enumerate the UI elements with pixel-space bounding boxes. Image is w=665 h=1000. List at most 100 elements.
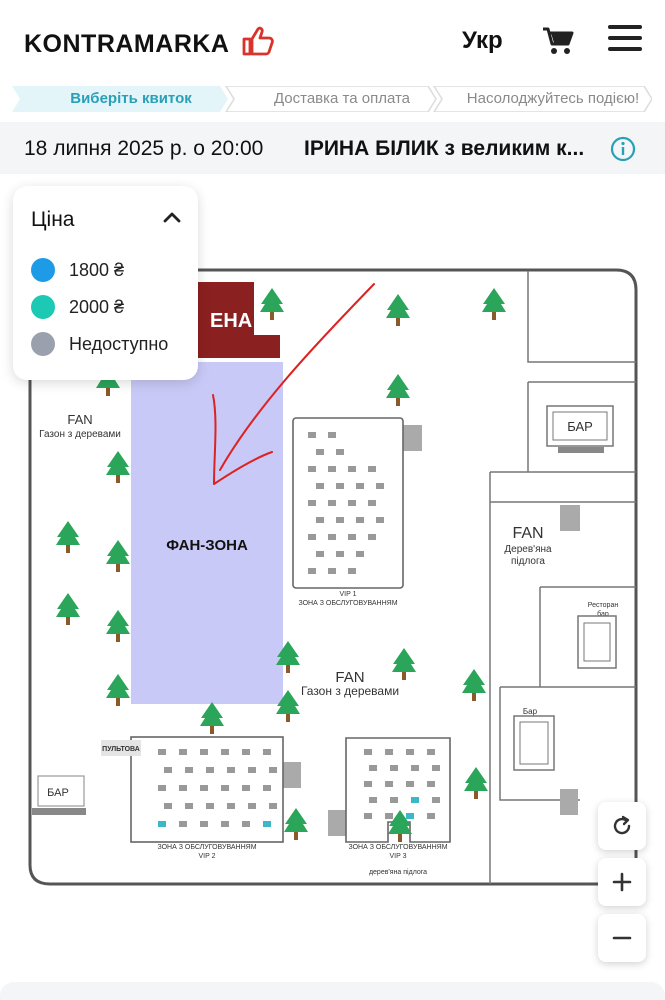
menu-icon[interactable] [608, 25, 642, 53]
table-seat[interactable] [432, 797, 440, 803]
table-seat[interactable] [164, 803, 172, 809]
table-seat[interactable] [348, 568, 356, 574]
table-seat[interactable] [200, 785, 208, 791]
table-seat[interactable] [348, 534, 356, 540]
table-seat[interactable] [356, 517, 364, 523]
table-seat[interactable] [368, 500, 376, 506]
table-seat[interactable] [227, 803, 235, 809]
table-seat[interactable] [316, 517, 324, 523]
table-seat[interactable] [200, 749, 208, 755]
table-seat[interactable] [164, 767, 172, 773]
table-seat[interactable] [242, 821, 250, 827]
table-seat[interactable] [308, 432, 316, 438]
zoom-out-button[interactable] [598, 914, 646, 962]
table-seat[interactable] [336, 517, 344, 523]
table-seat[interactable] [336, 449, 344, 455]
table-seat[interactable] [356, 483, 364, 489]
table-seat[interactable] [248, 803, 256, 809]
table-seat[interactable] [390, 765, 398, 771]
venue-map[interactable]: ЕНА ФАН-ЗОНА FAN Газон з деревами FAN Га… [0, 178, 665, 988]
table-seat[interactable] [356, 551, 364, 557]
table-seat[interactable] [158, 785, 166, 791]
refresh-icon [613, 815, 631, 835]
table-seat[interactable] [406, 749, 414, 755]
table-seat[interactable] [385, 813, 393, 819]
table-seat[interactable] [308, 500, 316, 506]
table-seat[interactable] [185, 767, 193, 773]
step-choose-ticket[interactable]: Виберіть квиток [70, 90, 192, 107]
table-seat[interactable] [376, 483, 384, 489]
table-seat[interactable] [158, 749, 166, 755]
table-seat[interactable] [406, 813, 414, 819]
reset-view-button[interactable] [598, 802, 646, 850]
vip-tables[interactable] [158, 432, 440, 827]
table-seat[interactable] [308, 568, 316, 574]
table-seat[interactable] [427, 781, 435, 787]
table-seat[interactable] [179, 785, 187, 791]
table-seat[interactable] [376, 517, 384, 523]
table-seat[interactable] [364, 781, 372, 787]
table-seat[interactable] [269, 767, 277, 773]
table-seat[interactable] [369, 797, 377, 803]
bar-top-right[interactable]: БАР [546, 405, 614, 453]
table-seat[interactable] [411, 797, 419, 803]
table-seat[interactable] [368, 534, 376, 540]
fan-right-label: FAN [512, 525, 543, 542]
bar-lower-right[interactable] [513, 715, 555, 771]
table-seat[interactable] [206, 803, 214, 809]
table-seat[interactable] [385, 781, 393, 787]
table-seat[interactable] [158, 821, 166, 827]
table-seat[interactable] [369, 765, 377, 771]
table-seat[interactable] [316, 449, 324, 455]
table-seat[interactable] [427, 813, 435, 819]
table-seat[interactable] [179, 821, 187, 827]
chevron-up-icon[interactable] [163, 210, 181, 224]
cart-icon[interactable] [542, 26, 574, 56]
table-seat[interactable] [328, 466, 336, 472]
zoom-in-button[interactable] [598, 858, 646, 906]
table-seat[interactable] [427, 749, 435, 755]
table-seat[interactable] [221, 749, 229, 755]
table-seat[interactable] [308, 534, 316, 540]
table-seat[interactable] [328, 500, 336, 506]
table-seat[interactable] [364, 813, 372, 819]
table-seat[interactable] [242, 785, 250, 791]
table-seat[interactable] [328, 568, 336, 574]
table-seat[interactable] [185, 803, 193, 809]
logo[interactable]: KONTRAMARKA [24, 30, 230, 58]
table-seat[interactable] [308, 466, 316, 472]
stairs [283, 425, 580, 836]
table-seat[interactable] [348, 466, 356, 472]
table-seat[interactable] [432, 765, 440, 771]
table-seat[interactable] [179, 749, 187, 755]
table-seat[interactable] [385, 749, 393, 755]
table-seat[interactable] [263, 821, 271, 827]
table-seat[interactable] [364, 749, 372, 755]
table-seat[interactable] [328, 534, 336, 540]
table-seat[interactable] [348, 500, 356, 506]
table-seat[interactable] [221, 821, 229, 827]
table-seat[interactable] [242, 749, 250, 755]
table-seat[interactable] [368, 466, 376, 472]
language-switch[interactable]: Укр [462, 27, 503, 54]
table-seat[interactable] [390, 797, 398, 803]
table-seat[interactable] [227, 767, 235, 773]
table-seat[interactable] [406, 781, 414, 787]
fan-zone[interactable] [131, 362, 283, 704]
table-seat[interactable] [263, 749, 271, 755]
table-seat[interactable] [200, 821, 208, 827]
table-seat[interactable] [336, 551, 344, 557]
bar-bottom-left[interactable]: БАР [32, 775, 86, 815]
table-seat[interactable] [269, 803, 277, 809]
table-seat[interactable] [263, 785, 271, 791]
table-seat[interactable] [328, 432, 336, 438]
table-seat[interactable] [221, 785, 229, 791]
table-seat[interactable] [336, 483, 344, 489]
table-seat[interactable] [248, 767, 256, 773]
table-seat[interactable] [316, 483, 324, 489]
event-name[interactable]: ІРИНА БІЛИК з великим к... [304, 137, 585, 160]
table-seat[interactable] [411, 765, 419, 771]
table-seat[interactable] [316, 551, 324, 557]
info-icon[interactable] [610, 136, 636, 162]
table-seat[interactable] [206, 767, 214, 773]
